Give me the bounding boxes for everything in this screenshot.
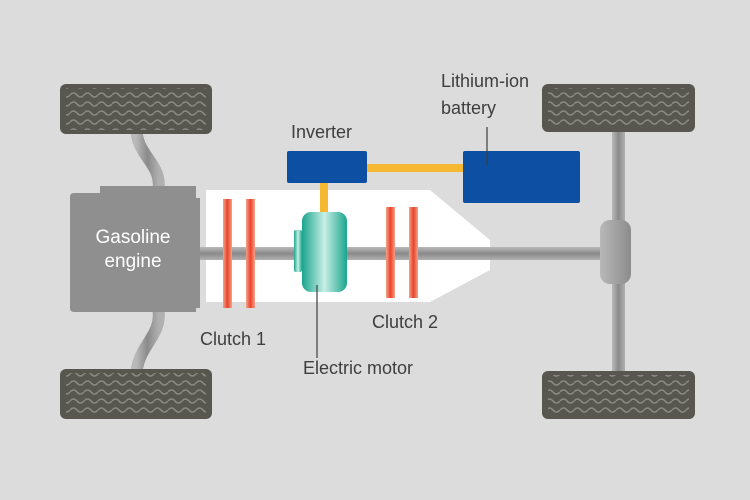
clutch-2-plates — [386, 207, 418, 298]
clutch-1-label: Clutch 1 — [200, 329, 267, 349]
cable-inverter-motor — [320, 182, 328, 212]
tire-front-right-icon — [542, 84, 695, 132]
engine-block — [70, 186, 200, 312]
battery-label-line1: Lithium-ion — [441, 71, 530, 91]
battery-label-line2: battery — [441, 98, 497, 118]
front-axle-upper-link — [130, 119, 165, 201]
engine-label-line1: Gasoline — [95, 227, 171, 248]
battery-box — [463, 151, 580, 203]
tire-rear-right-icon — [542, 371, 695, 419]
transmission-housing — [206, 190, 490, 302]
clutch-1-plates — [223, 199, 255, 308]
inverter-label: Inverter — [291, 122, 353, 142]
inverter-box — [287, 151, 367, 183]
tire-front-left-icon — [60, 84, 212, 134]
tire-rear-left-icon — [60, 369, 212, 419]
electric-motor-label: Electric motor — [303, 358, 414, 378]
front-axle-lower-link — [130, 299, 165, 386]
battery-label: Lithium-ion battery — [441, 68, 529, 122]
clutch-2-label: Clutch 2 — [372, 312, 439, 332]
cable-inverter-battery — [367, 164, 463, 172]
engine-label: Gasoline engine — [78, 226, 188, 274]
differential-icon — [600, 220, 631, 284]
engine-label-line2: engine — [104, 251, 162, 272]
electric-motor-icon — [294, 212, 347, 292]
